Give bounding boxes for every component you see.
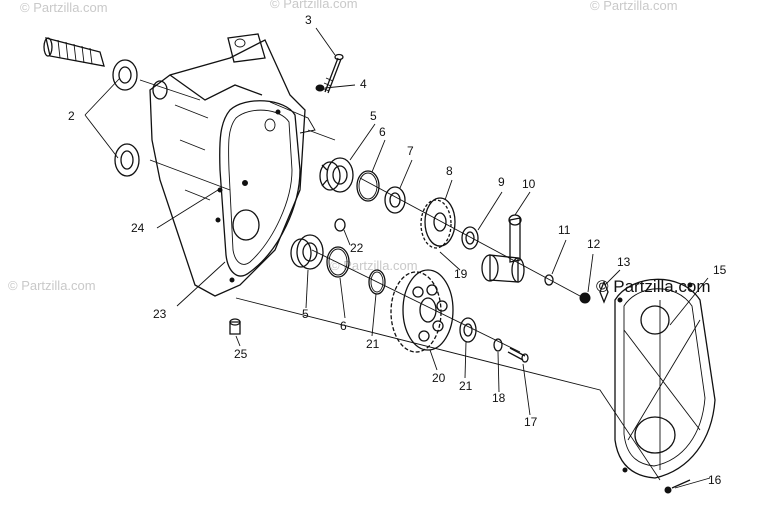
chaincase-cover [614,278,716,479]
partzilla-watermark: © Partzilla.com [596,277,711,296]
clip-13 [599,280,609,304]
bearing-upper [319,157,354,193]
washer-21-right [459,317,477,343]
callout-13: 13 [617,255,631,269]
callout-21-left: 21 [366,337,380,351]
callout-23: 23 [153,307,167,321]
o-ring-upper [356,170,380,202]
callout-16: 16 [708,473,722,487]
watermark-top-mid: © Partzilla.com [270,0,358,11]
callout-22: 22 [350,241,364,255]
callout-15: 15 [713,263,727,277]
callout-20: 20 [432,371,446,385]
washer-18 [493,338,503,352]
callout-7: 7 [407,144,414,158]
callout-12: 12 [587,237,601,251]
callout-4: 4 [360,77,367,91]
bolt-17 [507,347,529,363]
watermark-top-right: © Partzilla.com [590,0,678,13]
o-ring-lower [326,246,350,278]
watermark-top-left: © Partzilla.com [20,0,108,15]
callout-18: 18 [492,391,506,405]
callout-6-upper: 6 [379,125,386,139]
nut-12 [579,292,591,304]
callout-9: 9 [498,175,505,189]
callout-21-right: 21 [459,379,473,393]
bolt-16 [664,479,691,494]
seal-lower [114,143,140,177]
chaincase-housing [149,33,316,297]
callout-24: 24 [131,221,145,235]
chain-tensioner [481,214,525,283]
callout-25: 25 [234,347,248,361]
sprocket-upper [420,197,456,249]
callout-2: 2 [68,109,75,123]
callout-8: 8 [446,164,453,178]
callout-labels: 2 3 4 5 6 7 8 9 10 11 12 13 15 16 17 18 … [68,13,727,487]
callout-19: 19 [454,267,468,281]
washer-21-left [368,269,386,295]
callout-5-upper: 5 [370,109,377,123]
seal-upper [112,59,138,91]
callout-11: 11 [558,223,571,237]
leader-lines [84,27,711,489]
callout-5-lower: 5 [302,307,309,321]
sprocket-lower [390,269,454,353]
input-shaft [43,37,105,67]
bearing-lower [290,234,324,270]
nut-4 [315,84,325,92]
drain-plug-25 [229,318,241,335]
watermark-left: © Partzilla.com [8,278,96,293]
callout-10: 10 [522,177,536,191]
washer-9 [461,226,479,250]
washer-11 [544,274,554,286]
washer-7 [384,186,406,214]
callout-3: 3 [305,13,312,27]
plug-22 [334,218,346,232]
callout-6-lower: 6 [340,319,347,333]
callout-17: 17 [524,415,538,429]
assembly-centerlines [139,79,661,481]
